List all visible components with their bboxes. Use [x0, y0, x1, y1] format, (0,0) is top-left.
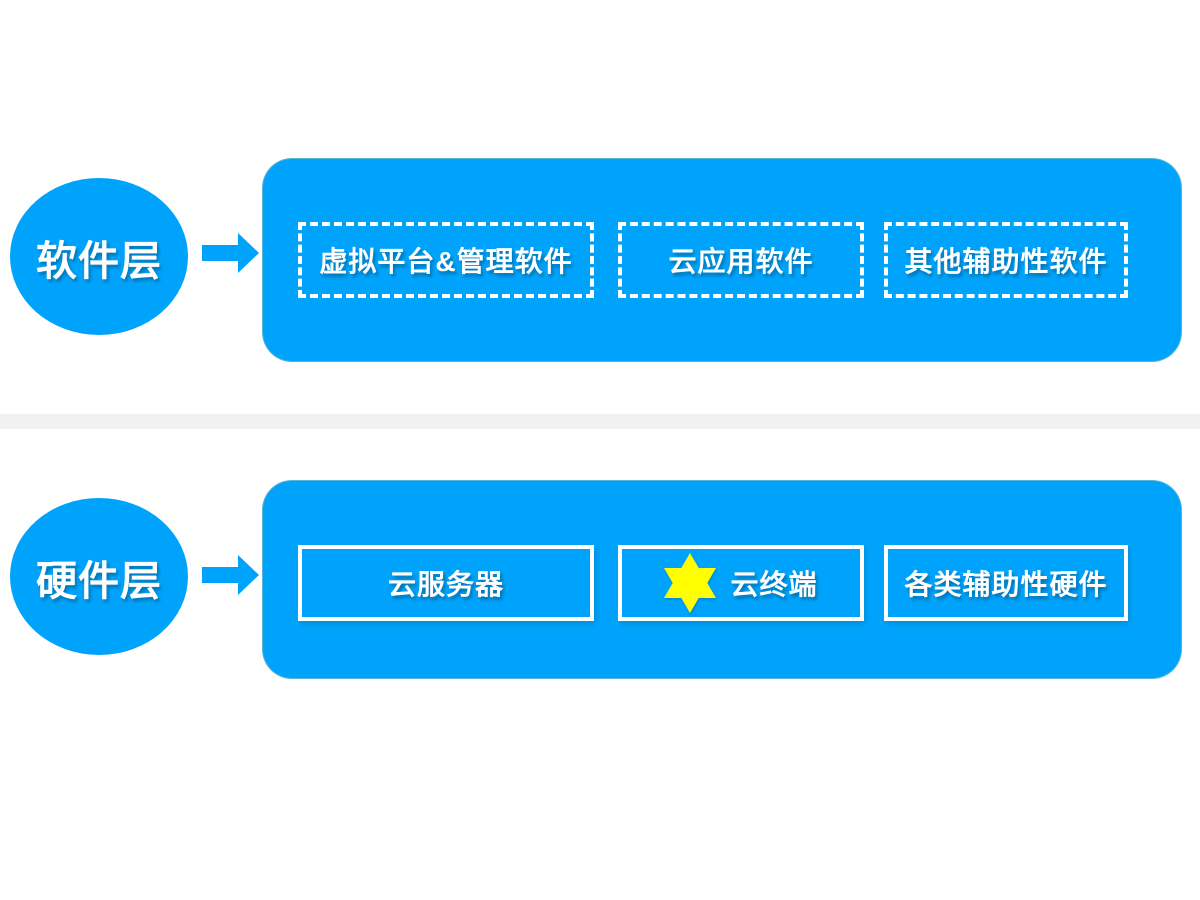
- software-item-label: 虚拟平台&管理软件: [319, 246, 573, 277]
- hardware-layer-circle: 硬件层: [10, 498, 188, 655]
- software-item-label: 云应用软件: [668, 246, 814, 277]
- software-item-label: 其他辅助性软件: [904, 246, 1108, 277]
- software-layer-label: 软件层: [36, 237, 162, 284]
- hardware-panel: 云服务器 云终端 各类辅助性硬件: [262, 480, 1182, 679]
- hardware-item-label: 云服务器: [387, 569, 504, 600]
- hardware-item-cloud-terminal: 云终端: [618, 545, 864, 621]
- right-arrow-icon: [202, 555, 259, 595]
- hardware-item-other-auxiliary: 各类辅助性硬件: [884, 545, 1128, 621]
- software-item-other-auxiliary: 其他辅助性软件: [884, 222, 1128, 298]
- hardware-item-label: 云终端: [730, 569, 818, 600]
- hardware-item-cloud-server: 云服务器: [298, 545, 594, 621]
- hardware-item-label: 各类辅助性硬件: [904, 569, 1108, 600]
- software-item-virtual-platform: 虚拟平台&管理软件: [298, 222, 594, 298]
- hardware-layer-label: 硬件层: [36, 557, 162, 604]
- software-item-cloud-apps: 云应用软件: [618, 222, 864, 298]
- six-pointed-star-icon: [664, 553, 717, 613]
- software-layer-circle: 软件层: [10, 178, 188, 335]
- section-divider: [0, 414, 1200, 429]
- right-arrow-icon: [202, 233, 259, 273]
- software-panel: 虚拟平台&管理软件 云应用软件 其他辅助性软件: [262, 158, 1182, 362]
